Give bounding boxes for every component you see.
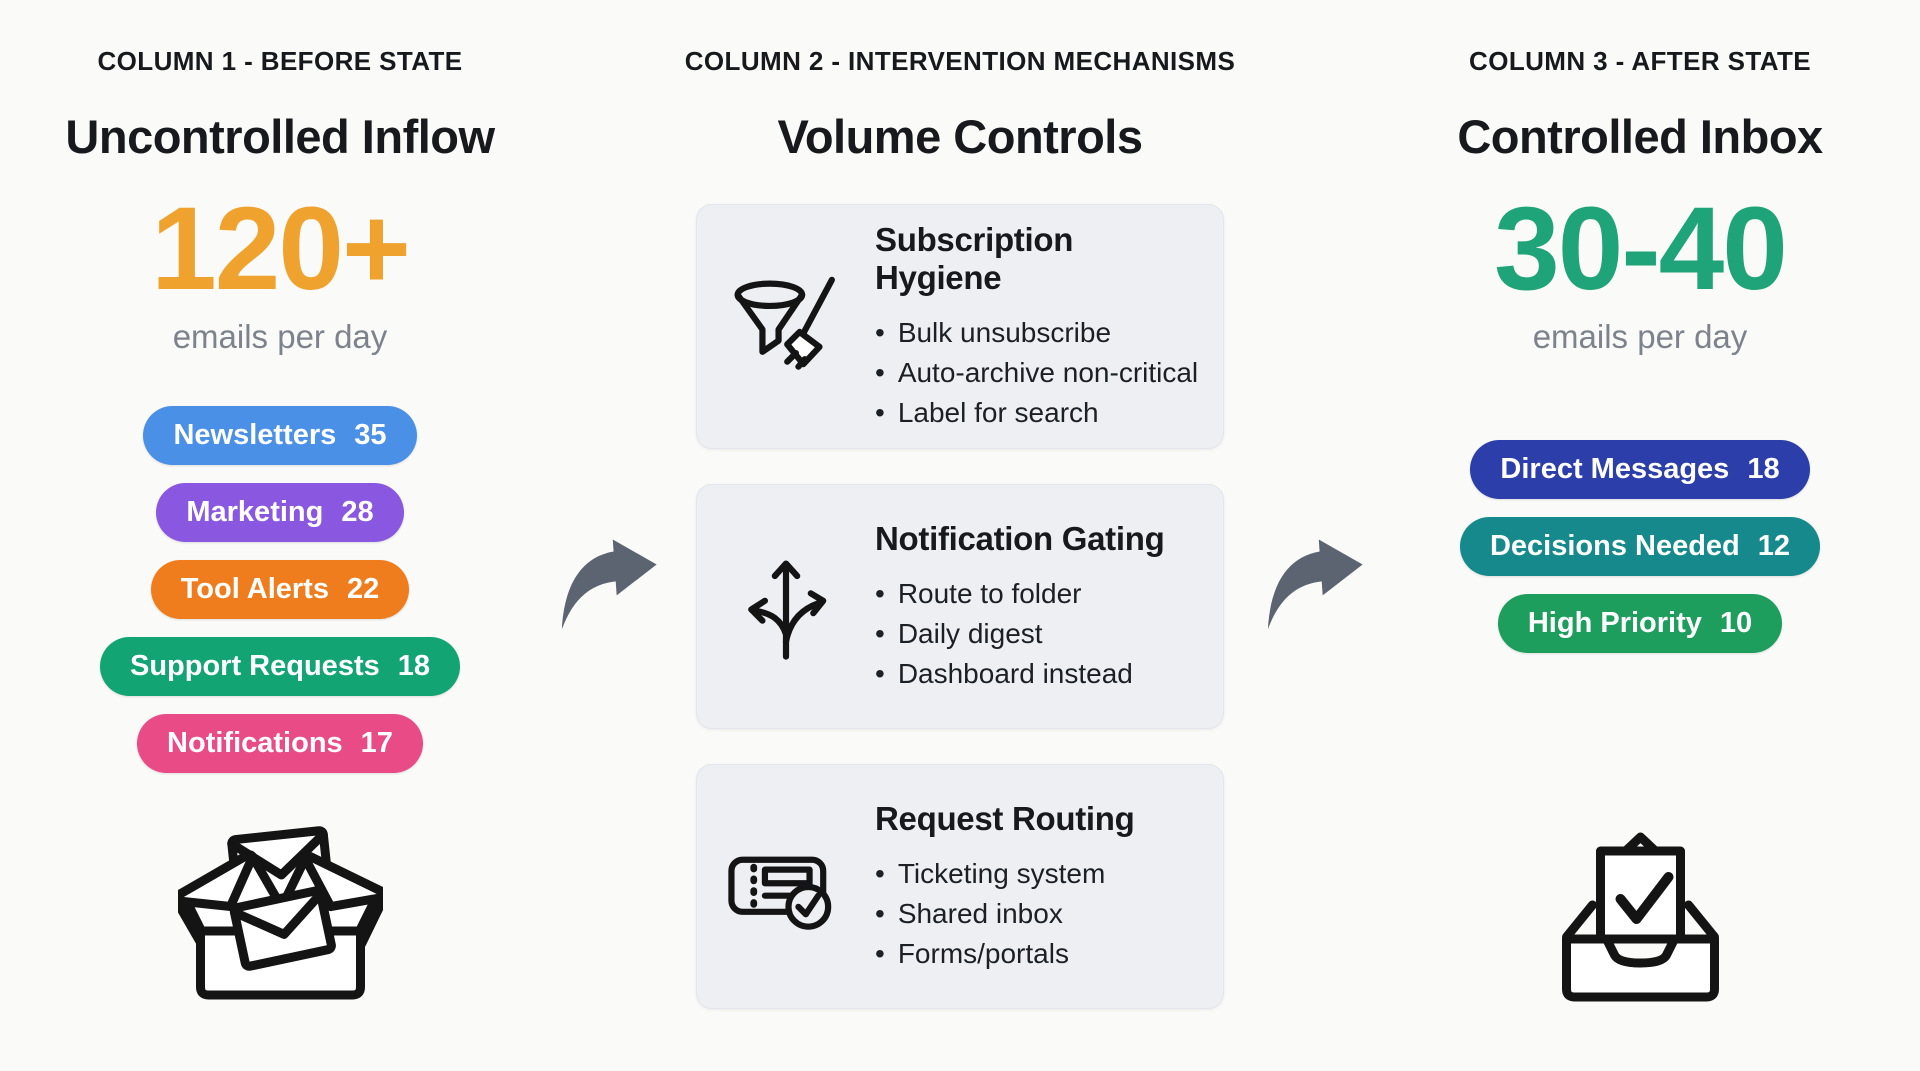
card-bullet: Forms/portals <box>875 934 1207 974</box>
pill-count: 18 <box>1747 453 1780 485</box>
inbox-check-icon <box>1538 815 1743 1015</box>
pill-label: Direct Messages <box>1500 453 1730 485</box>
after-title: Controlled Inbox <box>1457 110 1823 163</box>
before-kicker: COLUMN 1 - BEFORE STATE <box>97 46 463 76</box>
before-metric-value: 120+ <box>151 183 411 315</box>
category-pill: Newsletters 35 <box>143 406 417 465</box>
category-pill: Tool Alerts 22 <box>150 560 410 619</box>
card-title: Subscription Hygiene <box>875 220 1074 296</box>
card-body: Request Routing Ticketing system Shared … <box>875 800 1223 974</box>
card-body: Notification Gating Route to folder Dail… <box>875 520 1223 694</box>
pill-label: Marketing <box>186 496 324 528</box>
card-bullet: Auto-archive non-critical <box>875 353 1207 393</box>
category-pill: Marketing 28 <box>156 483 404 542</box>
column-gap <box>560 0 680 1071</box>
category-pill: High Priority 10 <box>1497 594 1783 653</box>
card-bullet: Shared inbox <box>875 894 1207 934</box>
after-metric-caption: emails per day <box>1532 318 1748 355</box>
before-pill-list: Newsletters 35 Marketing 28 Tool Alerts … <box>99 406 460 773</box>
pill-label: Notifications <box>167 727 343 759</box>
card-bullet: Bulk unsubscribe <box>875 313 1207 353</box>
pill-count: 28 <box>341 496 374 528</box>
pill-count: 10 <box>1719 607 1753 639</box>
after-kicker: COLUMN 3 - AFTER STATE <box>1469 46 1811 76</box>
pill-label: Support Requests <box>129 650 380 682</box>
card-bullet: Route to folder <box>875 574 1207 614</box>
intervention-card: Notification Gating Route to folder Dail… <box>696 484 1224 729</box>
before-title: Uncontrolled Inflow <box>65 110 495 163</box>
ticket-check-icon <box>697 825 875 949</box>
category-pill: Support Requests 18 <box>99 637 460 696</box>
card-bullet: Ticketing system <box>875 854 1207 894</box>
three-way-arrows-icon <box>697 545 875 669</box>
category-pill: Decisions Needed 12 <box>1459 517 1821 576</box>
flow-arrow-icon <box>554 538 660 634</box>
pill-count: 35 <box>354 419 387 451</box>
flow-arrow-icon <box>1260 538 1366 634</box>
pill-count: 18 <box>397 650 430 682</box>
pill-label: Newsletters <box>173 419 337 451</box>
interventions-column: COLUMN 2 - INTERVENTION MECHANISMS Volum… <box>680 0 1240 1071</box>
card-bullet: Daily digest <box>875 614 1207 654</box>
card-title: Notification Gating <box>875 519 1165 557</box>
pill-label: High Priority <box>1527 607 1702 639</box>
intervention-card-list: Subscription Hygiene Bulk unsubscribe Au… <box>696 204 1224 1009</box>
category-pill: Notifications 17 <box>137 714 423 773</box>
pill-count: 17 <box>360 727 393 759</box>
pill-label: Tool Alerts <box>180 573 329 605</box>
pill-count: 22 <box>346 573 380 605</box>
before-column: COLUMN 1 - BEFORE STATE Uncontrolled Inf… <box>0 0 560 1071</box>
card-bullet: Dashboard instead <box>875 654 1207 694</box>
card-body: Subscription Hygiene Bulk unsubscribe Au… <box>875 221 1223 433</box>
after-column: COLUMN 3 - AFTER STATE Controlled Inbox … <box>1360 0 1920 1071</box>
category-pill: Direct Messages 18 <box>1470 440 1810 499</box>
card-bullet: Label for search <box>875 393 1207 433</box>
overflowing-inbox-icon <box>177 815 383 1015</box>
before-metric-caption: emails per day <box>172 318 388 355</box>
intervention-card: Subscription Hygiene Bulk unsubscribe Au… <box>696 204 1224 449</box>
intervention-card: Request Routing Ticketing system Shared … <box>696 764 1224 1009</box>
card-title: Request Routing <box>875 799 1135 837</box>
pill-count: 12 <box>1757 530 1791 562</box>
interventions-kicker: COLUMN 2 - INTERVENTION MECHANISMS <box>684 46 1236 76</box>
after-metric-value: 30-40 <box>1494 183 1788 315</box>
pill-label: Decisions Needed <box>1489 530 1740 562</box>
after-pill-list: Direct Messages 18 Decisions Needed 12 H… <box>1459 440 1821 653</box>
funnel-broom-icon <box>697 265 875 389</box>
interventions-title: Volume Controls <box>777 110 1143 163</box>
